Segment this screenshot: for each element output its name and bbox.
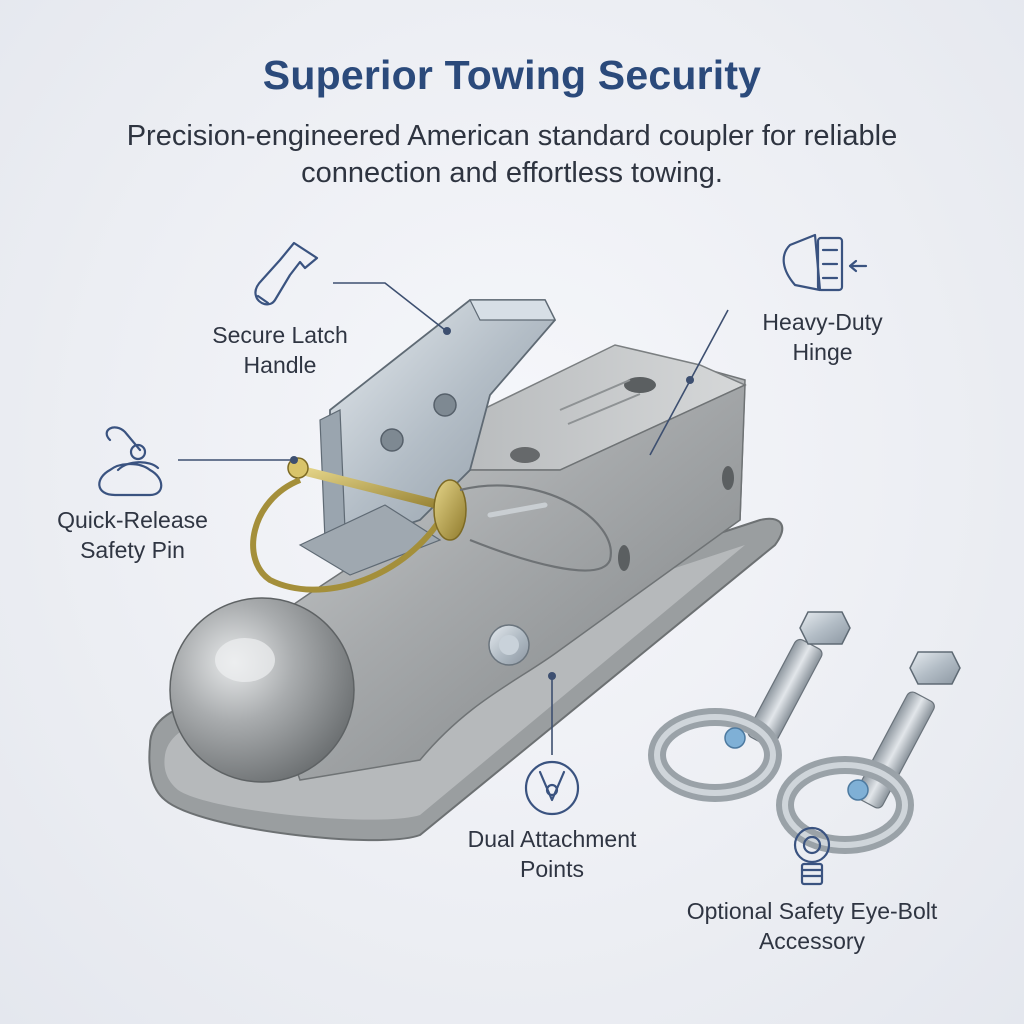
callout-latch-handle: Secure Latch Handle: [212, 322, 348, 378]
leader-lines: [178, 282, 729, 755]
eye-bolt-icon: [793, 826, 831, 886]
eye-bolt-right: [776, 651, 961, 854]
callout-hinge: Heavy-Duty Hinge: [762, 309, 883, 365]
coupler-body: [148, 344, 784, 842]
page-subtitle: Precision-engineered American standard c…: [126, 120, 898, 189]
callout-eye-bolt: Optional Safety Eye-Bolt Accessory: [686, 898, 938, 954]
callout-safety-pin: Quick-Release Safety Pin: [57, 507, 208, 563]
page-title: Superior Towing Security: [262, 52, 762, 98]
latch-handle: [298, 299, 557, 576]
safety-pin: [250, 457, 612, 593]
callout-attachment-points: Dual Attachment Points: [467, 826, 637, 882]
attachment-point-icon: [524, 760, 580, 816]
eye-bolt-left: [648, 611, 851, 802]
hinge-icon: [782, 233, 868, 292]
latch-handle-icon: [254, 241, 319, 306]
safety-pin-icon: [98, 426, 163, 497]
